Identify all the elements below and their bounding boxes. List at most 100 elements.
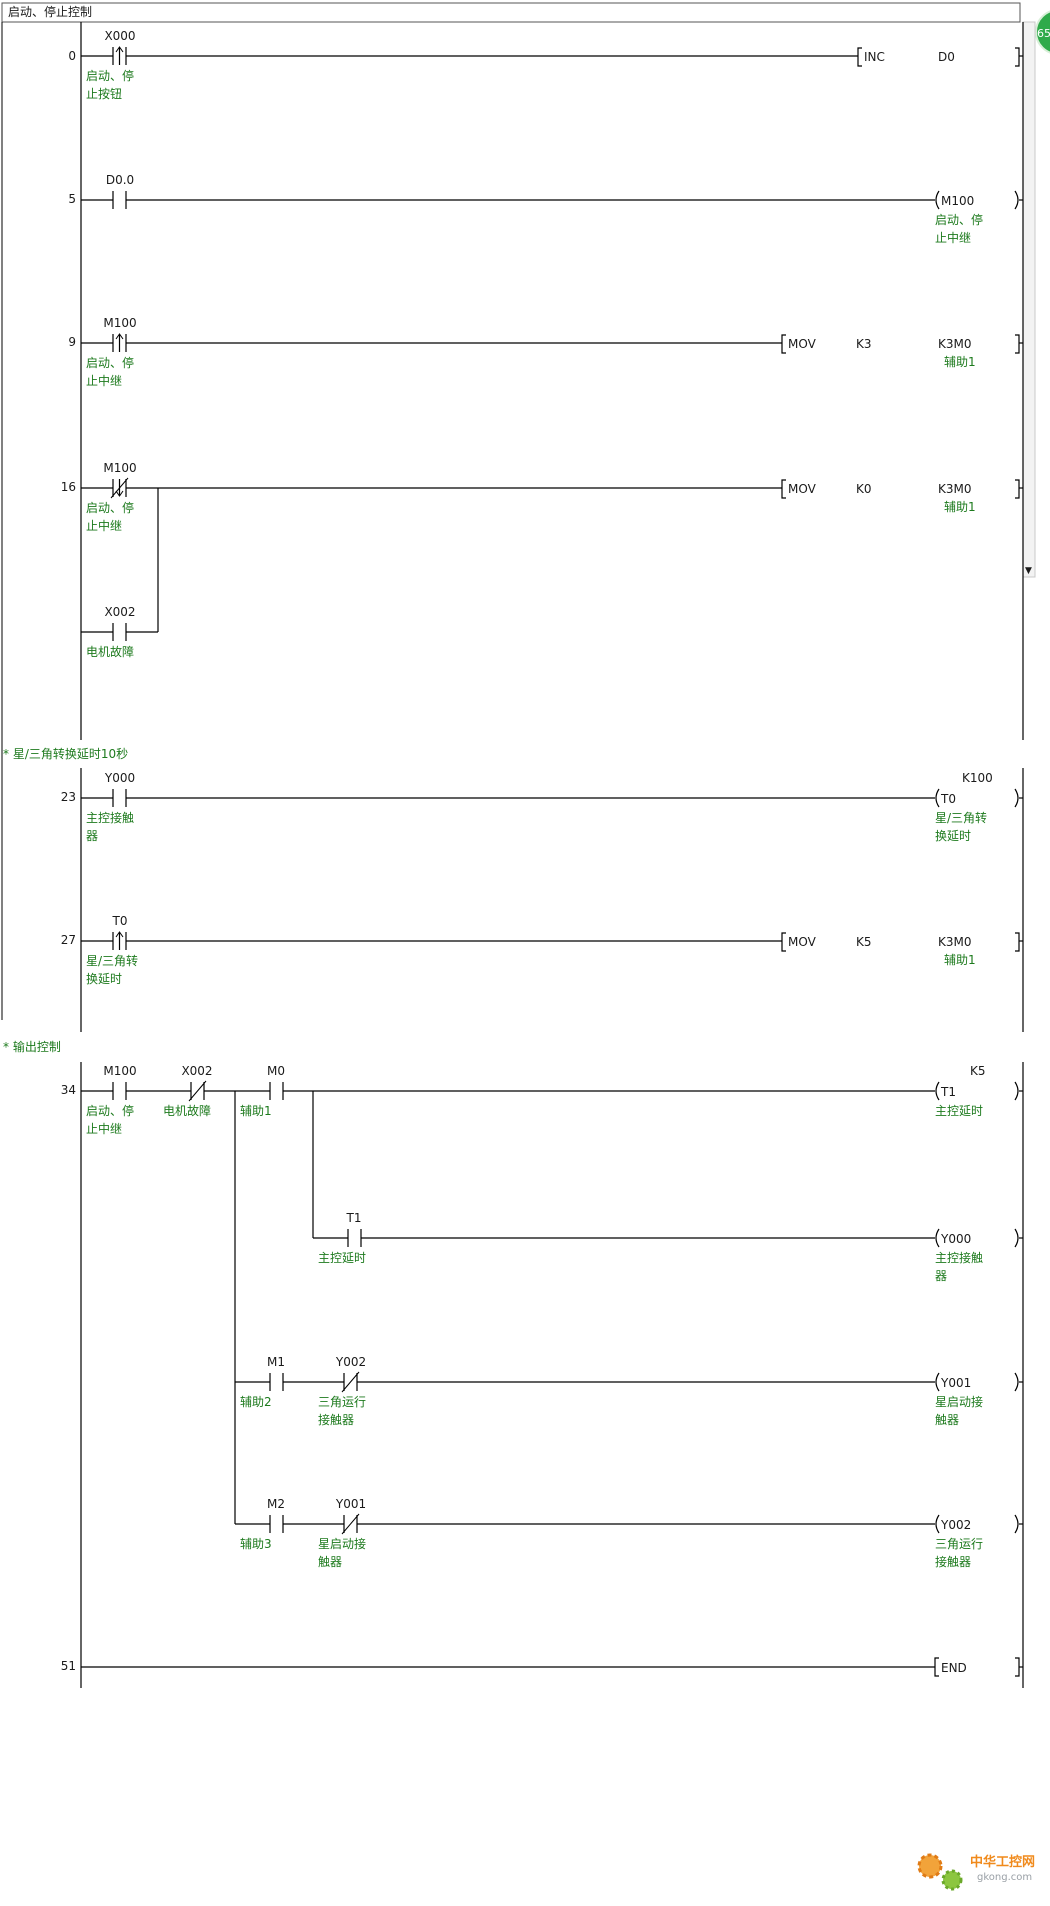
scrollbar-track[interactable]	[1022, 21, 1036, 578]
coil-t1[interactable]	[935, 1081, 1023, 1101]
contact-no-d00[interactable]	[112, 191, 127, 209]
coil-comment: 星启动接	[935, 1394, 983, 1409]
contact-comment: 星启动接	[318, 1536, 366, 1551]
contact-comment: 辅助2	[240, 1395, 272, 1409]
step-number: 16	[61, 480, 76, 494]
step-number: 51	[61, 1659, 76, 1673]
contact-no-m2[interactable]	[269, 1515, 284, 1533]
contact-comment: 止中继	[86, 518, 122, 533]
contact-label: T0	[112, 914, 128, 928]
instruction-arg: D0	[938, 50, 955, 64]
step-number: 0	[68, 49, 76, 63]
contact-comment: 主控接触	[86, 810, 134, 825]
contact-comment: 三角运行	[318, 1395, 366, 1409]
contact-comment: 器	[86, 829, 98, 843]
contact-label: M100	[103, 316, 136, 330]
coil-constant: K100	[962, 771, 993, 785]
watermark-text: 中华工控网	[970, 1854, 1035, 1870]
coil-constant: K5	[970, 1064, 986, 1078]
end-label: END	[941, 1661, 967, 1675]
instruction-arg: K3M0	[938, 935, 972, 949]
instruction-mov-box[interactable]	[781, 932, 1023, 952]
coil-y001[interactable]	[935, 1372, 1023, 1392]
instruction-arg: K0	[856, 482, 872, 496]
contact-no-m0[interactable]	[269, 1082, 284, 1100]
coil-m100[interactable]	[935, 190, 1023, 210]
end-instruction-box[interactable]	[934, 1657, 1023, 1677]
coil-label: Y000	[940, 1232, 971, 1246]
step-number: 27	[61, 933, 76, 947]
contact-comment: 启动、停	[86, 68, 134, 83]
contact-rising-x000[interactable]	[112, 46, 127, 65]
coil-comment: 接触器	[935, 1554, 971, 1569]
coil-comment: 主控接触	[935, 1250, 983, 1265]
section-title-box[interactable]	[1, 2, 1021, 23]
instruction-comment: 辅助1	[944, 953, 976, 967]
watermark-logo: 中华工控网 gkong.com	[917, 1853, 1035, 1891]
contact-comment: 触器	[318, 1555, 342, 1569]
coil-y000[interactable]	[935, 1228, 1023, 1248]
contact-no-x002[interactable]	[112, 623, 127, 641]
contact-no-m100[interactable]	[112, 1082, 127, 1100]
coil-t0[interactable]	[935, 788, 1023, 808]
contact-label: X002	[181, 1064, 212, 1078]
contact-nc-y001[interactable]	[341, 1513, 360, 1535]
contact-comment: 辅助3	[240, 1537, 272, 1551]
contact-comment: 止中继	[86, 373, 122, 388]
contact-nc-x002[interactable]	[188, 1080, 207, 1102]
instruction-op: MOV	[788, 482, 817, 496]
coil-label: M100	[941, 194, 974, 208]
section-comment: * 输出控制	[3, 1039, 61, 1054]
contact-label: M2	[267, 1497, 285, 1511]
section-title: 启动、停止控制	[8, 4, 92, 19]
instruction-inc-box[interactable]	[857, 47, 1023, 67]
step-number: 9	[68, 335, 76, 349]
step-number: 23	[61, 790, 76, 804]
watermark-url: gkong.com	[977, 1872, 1032, 1883]
coil-comment: 启动、停	[935, 212, 983, 227]
contact-label: D0.0	[106, 173, 134, 187]
gear-icon	[941, 1869, 963, 1891]
corner-badge[interactable]	[1035, 10, 1050, 54]
coil-comment: 星/三角转	[935, 810, 987, 825]
contact-nc-y002[interactable]	[341, 1371, 360, 1393]
corner-badge-text: 65	[1037, 27, 1050, 40]
instruction-op: MOV	[788, 935, 817, 949]
coil-comment: 触器	[935, 1413, 959, 1427]
contact-label: Y001	[335, 1497, 366, 1511]
coil-label: Y002	[940, 1518, 971, 1532]
contact-rising-t0[interactable]	[112, 931, 127, 950]
contact-rising-m100[interactable]	[112, 333, 127, 352]
contact-comment: 辅助1	[240, 1104, 272, 1118]
coil-comment: 止中继	[935, 230, 971, 245]
step-number: 5	[68, 192, 76, 206]
contact-label: Y000	[104, 771, 135, 785]
contact-no-m1[interactable]	[269, 1373, 284, 1391]
instruction-comment: 辅助1	[944, 500, 976, 514]
coil-y002[interactable]	[935, 1514, 1023, 1534]
contact-comment: 换延时	[86, 972, 122, 986]
contact-label: X000	[104, 29, 135, 43]
contact-comment: 止中继	[86, 1121, 122, 1136]
coil-label: T0	[940, 792, 956, 806]
contact-comment: 启动、停	[86, 500, 134, 515]
scroll-down-arrow[interactable]: ▼	[1025, 566, 1032, 576]
contact-label: M0	[267, 1064, 285, 1078]
instruction-mov-box[interactable]	[781, 479, 1023, 499]
contact-label: M1	[267, 1355, 285, 1369]
instruction-comment: 辅助1	[944, 355, 976, 369]
contact-falling-m100[interactable]	[110, 477, 129, 499]
contact-label: Y002	[335, 1355, 366, 1369]
instruction-arg: K3M0	[938, 482, 972, 496]
instruction-mov-box[interactable]	[781, 334, 1023, 354]
contact-no-t1[interactable]	[347, 1229, 362, 1247]
contact-label: M100	[103, 1064, 136, 1078]
coil-comment: 器	[935, 1269, 947, 1283]
gear-icon	[917, 1853, 943, 1879]
contact-comment: 电机故障	[86, 644, 134, 659]
instruction-op: INC	[864, 50, 885, 64]
contact-no-y000[interactable]	[112, 789, 127, 807]
instruction-arg: K3	[856, 337, 872, 351]
step-number: 34	[61, 1083, 76, 1097]
contact-label: T1	[346, 1211, 362, 1225]
